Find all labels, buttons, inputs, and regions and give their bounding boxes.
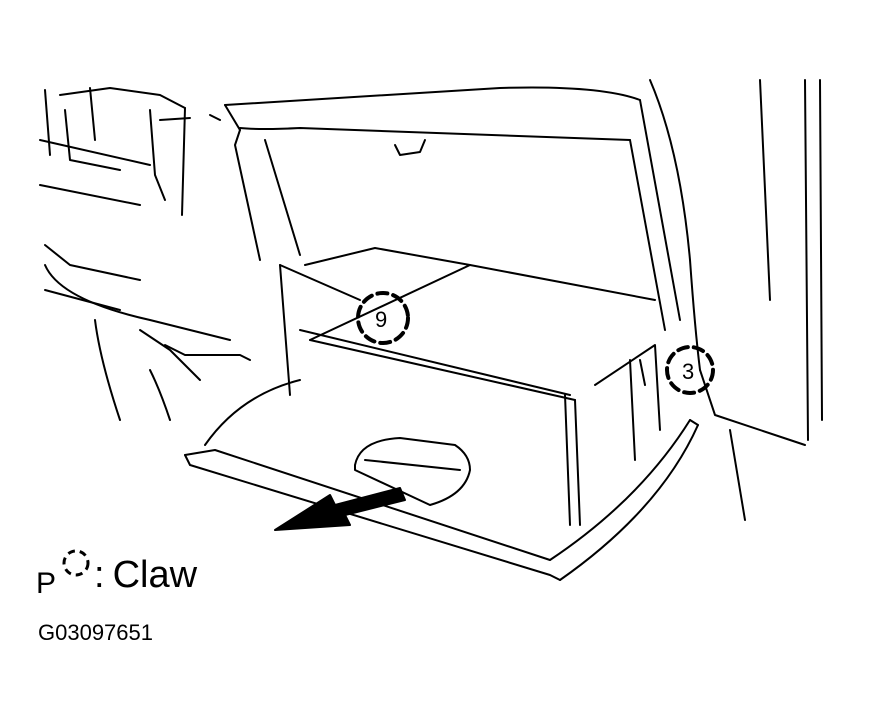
pull-direction-arrow <box>274 487 406 531</box>
dashed-circle-icon <box>62 549 90 577</box>
claw-location-icon <box>665 345 715 395</box>
legend-label: Claw <box>112 554 198 596</box>
figure-id: G03097651 <box>38 620 153 645</box>
glove-box-door <box>184 379 699 581</box>
glove-box-opening <box>224 79 823 521</box>
dashboard-left-area <box>39 87 251 421</box>
legend-marker: P <box>36 567 57 600</box>
legend: P : Claw <box>36 545 198 599</box>
callout-9: 9 <box>375 307 387 332</box>
glove-box-bin <box>279 247 661 526</box>
callout-3: 3 <box>682 359 694 384</box>
claw-location-icon <box>356 291 410 345</box>
legend-colon: : <box>94 554 105 596</box>
